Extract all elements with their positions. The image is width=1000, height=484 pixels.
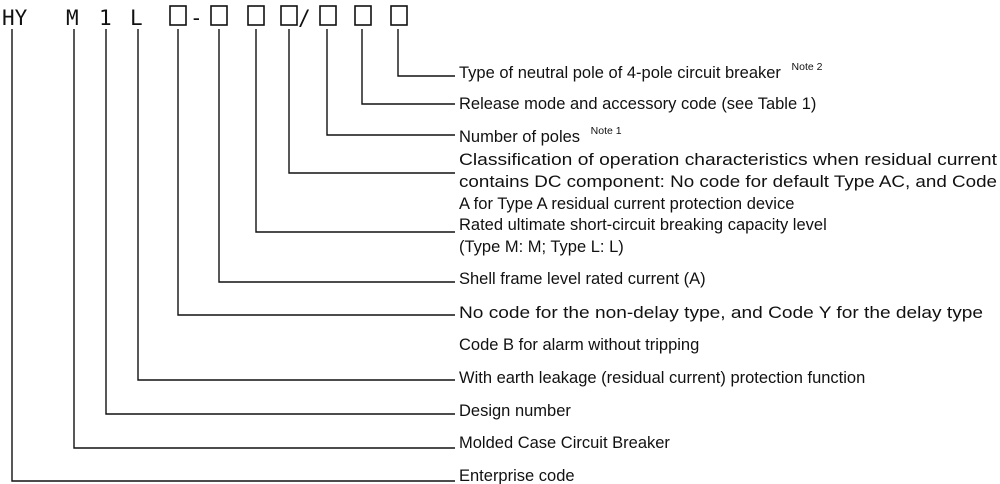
- leader-line-enterprise-code: [11, 29, 455, 482]
- code-part-one: 1: [99, 6, 112, 30]
- desc-dc-component-line-1: Classification of operation characterist…: [459, 151, 997, 169]
- code-part-hy: HY: [2, 6, 28, 30]
- note-1-marker: Note 1: [591, 125, 622, 137]
- leader-line-design-number: [105, 29, 455, 415]
- desc-neutral-pole: Type of neutral pole of 4-pole circuit b…: [459, 61, 823, 82]
- desc-alarm-code: Code B for alarm without tripping: [459, 336, 699, 354]
- leader-line-dc-component: [288, 29, 455, 174]
- code-part-m: M: [66, 6, 79, 30]
- leader-line-earth-leakage: [137, 29, 455, 381]
- model-code: HY M 1 L - /: [2, 5, 408, 30]
- desc-number-of-poles: Number of poles Note 1: [459, 125, 622, 146]
- desc-design-number: Design number: [459, 402, 571, 420]
- leader-line-number-of-poles: [326, 29, 455, 136]
- desc-number-of-poles-text: Number of poles: [459, 128, 580, 146]
- desc-neutral-pole-text: Type of neutral pole of 4-pole circuit b…: [459, 64, 781, 82]
- desc-frame-current: Shell frame level rated current (A): [459, 270, 706, 288]
- code-box-5: [319, 5, 337, 26]
- desc-dc-component-line-3: A for Type A residual current protection…: [459, 195, 794, 213]
- code-box-3: [247, 5, 265, 26]
- leader-line-mccb: [73, 29, 455, 449]
- note-2-marker: Note 2: [792, 61, 823, 73]
- leader-line-delay-type: [177, 29, 455, 316]
- leader-line-release-mode: [361, 29, 455, 105]
- code-box-1: [169, 5, 187, 26]
- leader-line-neutral-pole: [397, 29, 455, 77]
- leader-line-frame-current: [218, 29, 455, 283]
- desc-earth-leakage: With earth leakage (residual current) pr…: [459, 369, 865, 387]
- code-part-slash: /: [298, 6, 311, 30]
- leader-line-breaking-capacity: [255, 29, 455, 233]
- desc-breaking-capacity-line-2: (Type M: M; Type L: L): [459, 238, 624, 256]
- code-part-dash: -: [190, 6, 203, 30]
- desc-dc-component-line-2: contains DC component: No code for defau…: [459, 173, 997, 191]
- desc-delay-type: No code for the non-delay type, and Code…: [459, 304, 983, 322]
- code-box-4: [280, 5, 298, 26]
- desc-release-mode: Release mode and accessory code (see Tab…: [459, 95, 816, 113]
- code-box-6: [354, 5, 372, 26]
- code-box-2: [210, 5, 228, 26]
- desc-enterprise-code: Enterprise code: [459, 467, 575, 484]
- desc-mccb: Molded Case Circuit Breaker: [459, 434, 670, 452]
- leader-lines: [11, 29, 455, 482]
- descriptions: Type of neutral pole of 4-pole circuit b…: [459, 61, 997, 484]
- code-box-7: [390, 5, 408, 26]
- desc-breaking-capacity-line-1: Rated ultimate short-circuit breaking ca…: [459, 216, 827, 234]
- code-part-l: L: [130, 6, 143, 30]
